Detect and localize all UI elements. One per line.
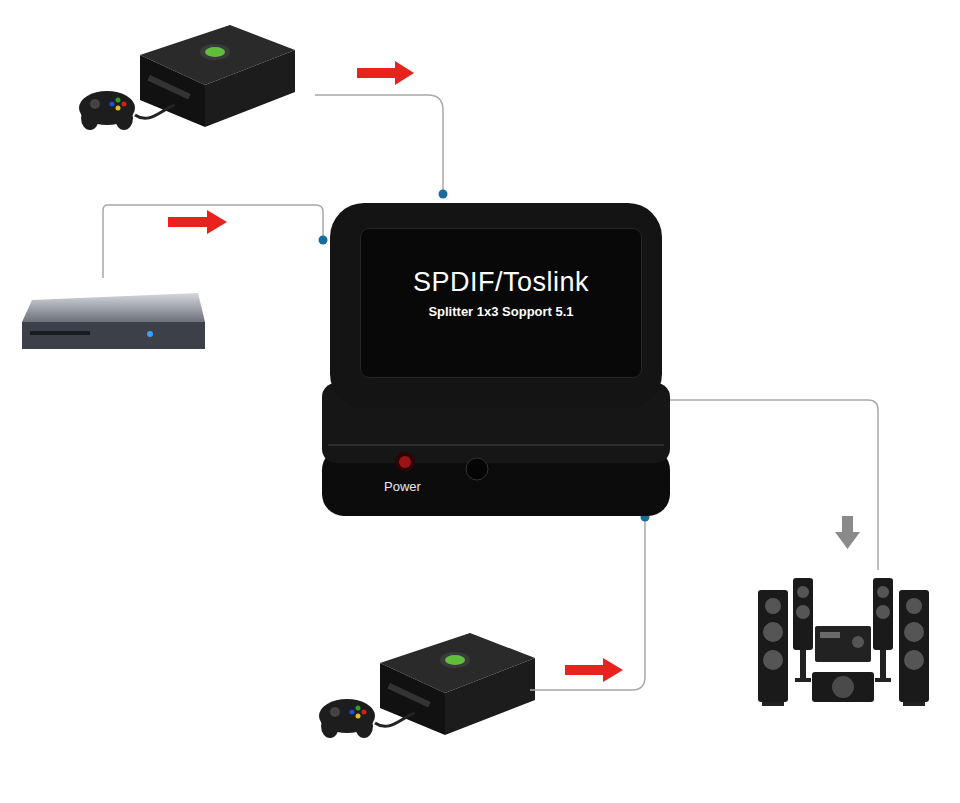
signal-arrow (168, 210, 227, 234)
optical-wire (530, 519, 645, 690)
bluray-top (22, 293, 205, 322)
signal-arrow (565, 658, 623, 682)
housing-seam (328, 444, 664, 446)
receiver-display (820, 632, 840, 638)
speaker (793, 578, 813, 682)
signal-arrow (357, 61, 414, 85)
select-button (466, 458, 488, 480)
housing-top (330, 203, 662, 408)
bluray-tray (30, 331, 90, 335)
power-label: Power (384, 479, 421, 494)
game-console (79, 25, 295, 130)
output-arrow (835, 516, 860, 549)
power-led (399, 456, 411, 468)
optical-wire (668, 400, 878, 570)
port-dot (319, 236, 328, 245)
subwoofer (812, 672, 874, 702)
power-led-ring (395, 452, 415, 472)
product-subtitle: Splitter 1x3 Sopport 5.1 (428, 304, 573, 319)
receiver (815, 626, 871, 662)
speaker (899, 590, 929, 706)
speaker (873, 578, 893, 682)
product-title: SPDIF/Toslink (413, 267, 589, 298)
port-dot (439, 190, 448, 199)
optical-wire (315, 95, 443, 193)
splitter-top-panel: SPDIF/ToslinkSplitter 1x3 Sopport 5.1 (360, 228, 642, 378)
speaker (758, 590, 788, 706)
game-console (319, 633, 535, 738)
subwoofer-cone (832, 676, 854, 698)
bluray-light (147, 331, 153, 337)
bluray-front (22, 322, 205, 349)
optical-wire (103, 205, 323, 278)
receiver-knob (852, 636, 864, 648)
splitter-housing: Power SPDIF/ToslinkSplitter 1x3 Sopport 5… (322, 203, 670, 518)
